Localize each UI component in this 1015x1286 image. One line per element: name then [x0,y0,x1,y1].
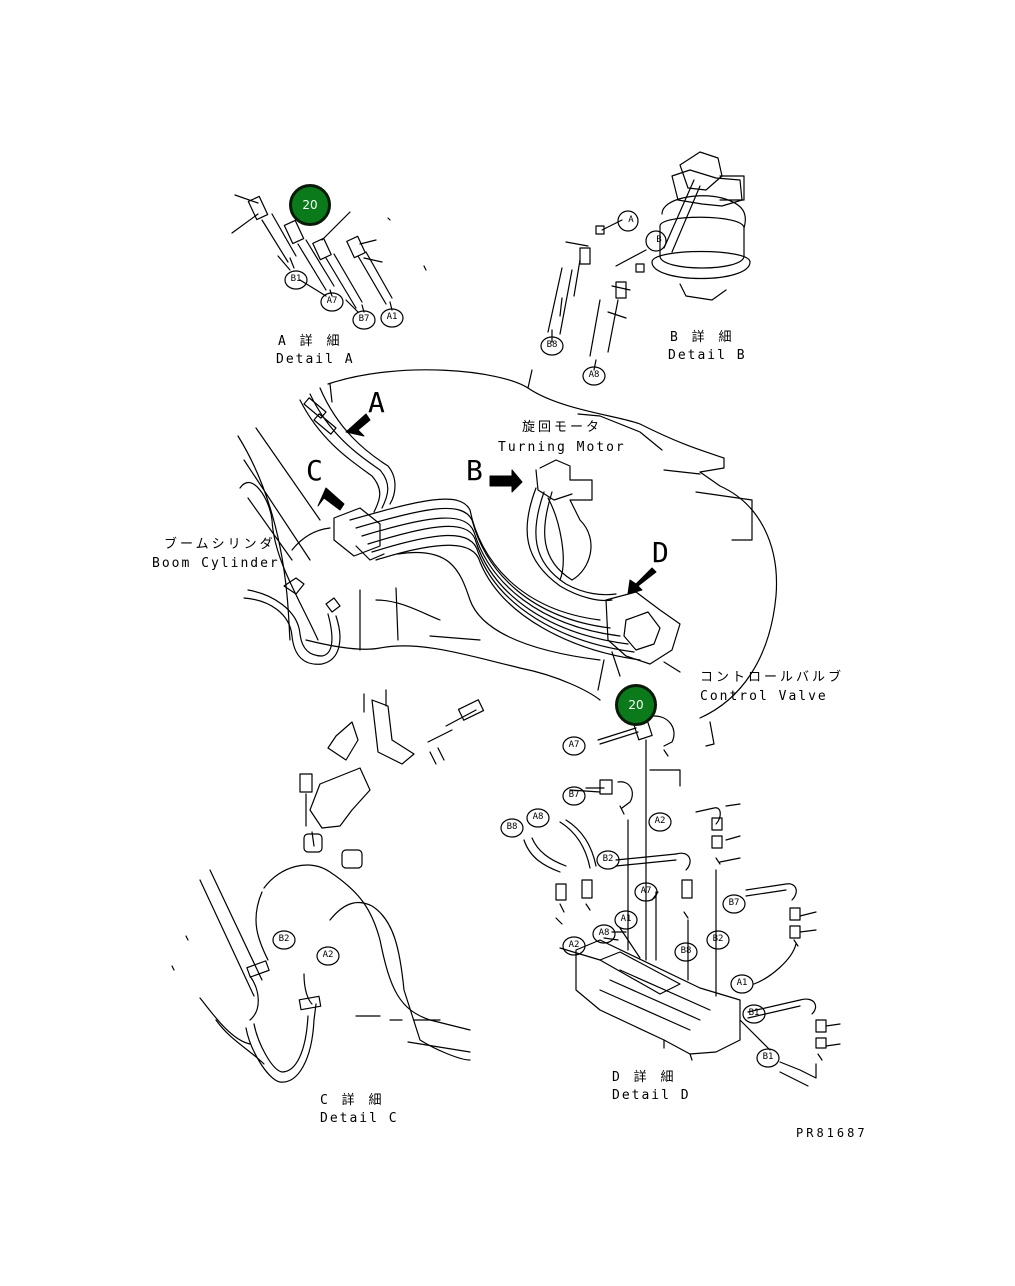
detail-b-title-en: Detail B [668,348,747,363]
view-c-marker: C [306,454,323,487]
port-tag-detail-d-b2[interactable]: B2 [712,934,724,944]
port-tag-detail-a-b1[interactable]: B1 [290,274,302,284]
port-tag-detail-b-b8[interactable]: B8 [546,340,558,350]
boom-cylinder-label-en: Boom Cylinder [152,556,280,571]
detail-b-title-jp: B 詳 細 [670,330,735,345]
callout-20-control-valve[interactable]: 20 [615,684,657,726]
port-tag-detail-d-a1[interactable]: A1 [736,978,748,988]
port-tag-detail-d-a8[interactable]: A8 [598,928,610,938]
detail-a-title-en: Detail A [276,352,355,367]
port-tag-detail-d-a7[interactable]: A7 [568,740,580,750]
port-tag-detail-d-b7[interactable]: B7 [728,898,740,908]
port-tag-detail-c-a2[interactable]: A2 [322,950,334,960]
detail-c-boom-piping [171,689,485,1083]
detail-c-title-en: Detail C [320,1111,399,1126]
control-valve-label-jp: コントロールバルブ [700,670,845,685]
callout-20-detail-a[interactable]: 20 [289,184,331,226]
port-tag-detail-b-b[interactable]: B [656,235,662,245]
port-tag-detail-c-b2[interactable]: B2 [278,934,290,944]
port-tag-detail-a-a7[interactable]: A7 [326,296,338,306]
view-d-marker: D [652,536,669,569]
detail-d-title-jp: D 詳 細 [612,1070,677,1085]
port-tag-detail-d-b8[interactable]: B8 [680,946,692,956]
port-tag-detail-d-a2[interactable]: A2 [568,940,580,950]
port-tag-detail-a-b7[interactable]: B7 [358,314,370,324]
port-tag-detail-d-b1[interactable]: B1 [762,1052,774,1062]
detail-a-title-jp: A 詳 細 [278,334,343,349]
turning-motor-label-en: Turning Motor [498,440,626,455]
main-assembly [237,369,778,719]
port-tag-detail-d-b1[interactable]: B1 [748,1008,760,1018]
view-arrows [317,413,657,595]
port-tag-detail-d-a8[interactable]: A8 [532,812,544,822]
view-b-marker: B [466,454,483,487]
port-tag-detail-d-a2[interactable]: A2 [654,816,666,826]
port-tag-detail-a-a1[interactable]: A1 [386,312,398,322]
detail-c-title-jp: C 詳 細 [320,1093,385,1108]
port-tag-outlines [272,270,780,1068]
boom-cylinder-label-jp: ブームシリンダ [164,537,276,552]
control-valve-label-en: Control Valve [700,689,828,704]
detail-a-fittings [231,194,427,313]
turning-motor-label-jp: 旋回モータ [522,420,603,435]
port-tag-detail-d-a7[interactable]: A7 [640,886,652,896]
port-tag-detail-d-b8[interactable]: B8 [506,822,518,832]
detail-d-control-valve [523,715,841,1087]
port-tag-detail-d-b7[interactable]: B7 [568,790,580,800]
detail-b-turning-motor [547,151,751,371]
detail-d-title-en: Detail D [612,1088,691,1103]
port-tag-detail-b-a[interactable]: A [628,215,634,225]
port-tag-detail-b-a8[interactable]: A8 [588,370,600,380]
port-tag-detail-d-b2[interactable]: B2 [602,854,614,864]
view-a-marker: A [368,386,385,419]
drawing-code: PR81687 [796,1126,868,1140]
port-tag-detail-d-a1[interactable]: A1 [620,914,632,924]
